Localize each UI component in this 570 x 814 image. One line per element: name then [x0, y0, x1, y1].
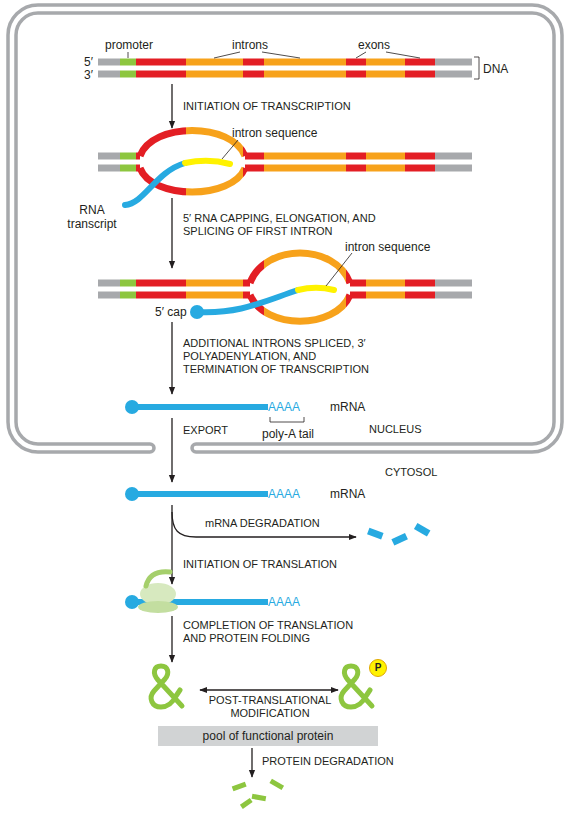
compartment-label: NUCLEUS — [369, 423, 422, 436]
step-label: INITIATION OF TRANSLATION — [183, 558, 337, 571]
dna-strand — [98, 59, 472, 66]
rna-transcript — [197, 290, 298, 312]
step-arrow — [171, 198, 172, 268]
five-prime-cap — [125, 400, 139, 414]
nascent-peptide — [146, 572, 170, 586]
dna-strand — [98, 153, 140, 160]
leader-line — [214, 52, 240, 58]
dna-strand — [98, 292, 250, 299]
bracket — [474, 57, 479, 79]
modified-protein — [341, 666, 372, 707]
folded-protein — [151, 666, 182, 707]
callout-label: intron sequence — [232, 126, 317, 140]
protein-fragment — [232, 782, 247, 791]
five-prime-cap — [125, 595, 139, 609]
step-label: PROTEIN DEGRADATION — [262, 755, 394, 768]
dna-strand — [350, 292, 472, 299]
mrna-strand — [132, 404, 268, 410]
compartment-label: CYTOSOL — [385, 466, 437, 479]
callout-label: 5′ cap — [155, 305, 187, 319]
mrna-strand — [132, 491, 268, 497]
protein-fragment — [252, 794, 267, 801]
part-label: exons — [358, 38, 390, 52]
leader-line — [222, 140, 238, 159]
mrna-fragment — [391, 533, 408, 546]
nuclear-envelope — [8, 5, 562, 452]
callout-label: RNA transcript — [62, 203, 122, 232]
step-label: mRNA DEGRADATION — [205, 517, 320, 530]
dna-strand — [98, 71, 472, 78]
leader-line — [356, 52, 366, 58]
protein-pool-band: pool of functional protein — [158, 726, 378, 746]
part-label: promoter — [105, 38, 153, 52]
intron-rna — [185, 161, 230, 164]
leader-line — [128, 52, 129, 58]
phosphate-circle: P — [369, 659, 387, 677]
step-arrow — [251, 748, 252, 777]
step-label: POST-TRANSLATIONAL MODIFICATION — [200, 694, 340, 720]
leader-line — [326, 253, 352, 286]
callout-label: poly-A tail — [262, 427, 314, 441]
step-label: EXPORT — [183, 424, 228, 437]
dna-strand — [98, 165, 140, 172]
phosphate-label: P — [375, 662, 382, 674]
strand-end-label: 3′ — [84, 68, 93, 82]
bracket — [270, 417, 304, 422]
dna-strand — [245, 165, 472, 172]
branch-arrow — [172, 512, 356, 537]
intron-rna — [298, 288, 334, 290]
molecule-label: DNA — [483, 62, 508, 76]
poly-a-sequence: AAAA — [268, 595, 300, 609]
mrna-fragment — [367, 528, 383, 540]
five-prime-cap — [125, 487, 139, 501]
leader-line — [386, 52, 420, 58]
transcription-bubble — [140, 131, 245, 157]
step-arrow — [171, 418, 172, 482]
dna-strand — [98, 280, 250, 287]
rna-transcript — [125, 163, 185, 205]
callout-label: intron sequence — [345, 240, 430, 254]
double-arrow — [200, 689, 338, 690]
step-label: INITIATION OF TRANSCRIPTION — [183, 100, 351, 113]
ribosome-small-subunit — [138, 601, 178, 613]
dna-strand — [350, 280, 472, 287]
strand-end-label: 5′ — [84, 55, 93, 69]
step-label: 5′ RNA CAPPING, ELONGATION, AND SPLICING… — [183, 212, 378, 238]
step-arrow — [171, 322, 172, 394]
protein-fragment — [269, 779, 284, 790]
molecule-label: mRNA — [330, 400, 365, 414]
pool-label: pool of functional protein — [203, 729, 334, 743]
step-label: COMPLETION OF TRANSLATION AND PROTEIN FO… — [183, 619, 378, 645]
step-label: ADDITIONAL INTRONS SPLICED, 3′ POLYADENY… — [183, 337, 388, 377]
five-prime-cap — [190, 305, 204, 319]
transcription-bubble — [250, 253, 350, 283]
mrna-fragment — [414, 523, 430, 537]
leader-line — [262, 52, 300, 58]
step-arrow — [171, 616, 172, 662]
molecule-label: mRNA — [330, 487, 365, 501]
poly-a-sequence: AAAA — [268, 400, 300, 414]
poly-a-sequence: AAAA — [268, 487, 300, 501]
step-arrow — [171, 84, 172, 128]
dna-strand — [245, 153, 472, 160]
protein-fragment — [240, 798, 253, 809]
part-label: introns — [232, 38, 268, 52]
